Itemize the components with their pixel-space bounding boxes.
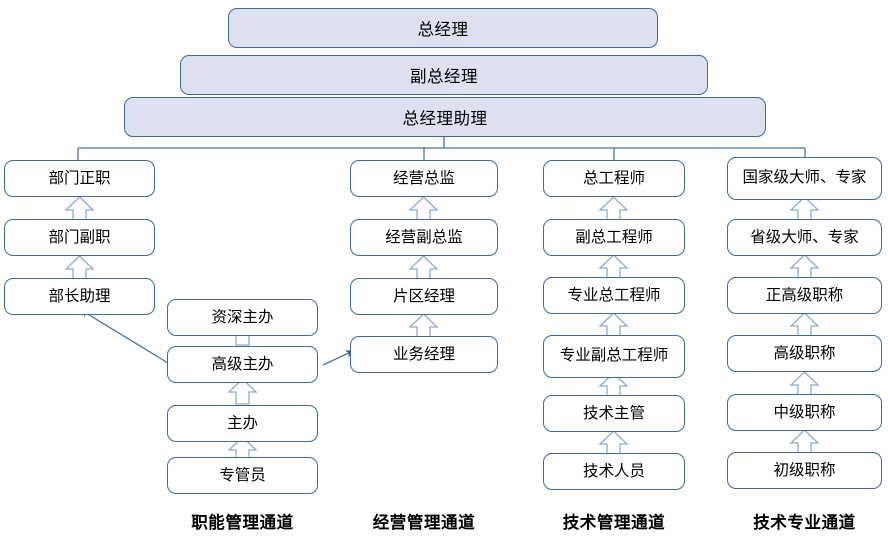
node-label: 资深主办: [211, 308, 274, 326]
node-label: 主办: [226, 414, 258, 432]
top-level-box-2[interactable]: 总经理助理: [124, 97, 766, 137]
node-tech-management-0[interactable]: 总工程师: [543, 160, 685, 197]
node-tech-professional-3[interactable]: 高级职称: [727, 335, 882, 372]
node-label: 经营副总监: [385, 228, 463, 246]
channel-caption-label: 经营管理通道: [372, 513, 476, 532]
node-label: 高级职称: [773, 344, 836, 362]
node-label: 专业副总工程师: [559, 347, 669, 365]
node-operations-1[interactable]: 经营副总监: [350, 219, 498, 256]
node-label: 总工程师: [582, 169, 645, 187]
channel-caption-functional: 职能管理通道: [167, 509, 318, 533]
node-operations-2[interactable]: 片区经理: [350, 278, 498, 315]
node-functional-2[interactable]: 部长助理: [4, 278, 155, 315]
node-operations-0[interactable]: 经营总监: [350, 160, 498, 197]
node-label: 技术人员: [582, 462, 645, 480]
channel-caption-label: 技术管理通道: [562, 513, 666, 532]
node-tech-professional-2[interactable]: 正高级职称: [727, 277, 882, 314]
node-functional-sub-1[interactable]: 高级主办: [167, 346, 318, 383]
node-tech-management-5[interactable]: 技术人员: [543, 453, 685, 490]
node-tech-professional-4[interactable]: 中级职称: [727, 394, 882, 431]
node-label: 中级职称: [773, 403, 836, 421]
channel-caption-tech-management: 技术管理通道: [543, 509, 685, 533]
node-label: 正高级职称: [765, 286, 844, 304]
top-level-box-0[interactable]: 总经理: [228, 8, 658, 48]
node-tech-management-1[interactable]: 副总工程师: [543, 219, 685, 256]
channel-caption-operations: 经营管理通道: [350, 509, 498, 533]
node-label: 高级主办: [211, 355, 274, 373]
node-functional-sub-2[interactable]: 主办: [167, 405, 318, 442]
node-label: 专业总工程师: [567, 286, 661, 304]
node-functional-sub-3[interactable]: 专管员: [167, 457, 318, 494]
node-label: 部门正职: [48, 169, 111, 187]
node-label: 省级大师、专家: [750, 228, 859, 246]
node-operations-3[interactable]: 业务经理: [350, 336, 498, 373]
channel-caption-label: 技术专业通道: [753, 513, 856, 532]
node-tech-management-4[interactable]: 技术主管: [543, 395, 685, 432]
node-label: 片区经理: [392, 287, 455, 305]
node-label: 部长助理: [48, 287, 111, 305]
top-level-label: 副总经理: [410, 67, 478, 86]
node-functional-1[interactable]: 部门副职: [4, 219, 155, 256]
node-label: 部门副职: [48, 228, 111, 246]
node-tech-management-3[interactable]: 专业副总工程师: [543, 335, 685, 378]
node-label: 技术主管: [582, 404, 645, 422]
node-label: 经营总监: [392, 169, 455, 187]
top-level-label: 总经理: [417, 20, 469, 39]
node-functional-sub-0[interactable]: 资深主办: [167, 299, 318, 336]
top-level-label: 总经理助理: [402, 109, 488, 128]
node-tech-professional-1[interactable]: 省级大师、专家: [727, 219, 882, 256]
node-tech-professional-5[interactable]: 初级职称: [727, 452, 882, 489]
node-label: 国家级大师、专家: [742, 169, 867, 187]
node-label: 专管员: [219, 466, 266, 484]
node-functional-0[interactable]: 部门正职: [4, 160, 155, 197]
top-level-box-1[interactable]: 副总经理: [180, 55, 708, 95]
node-label: 副总工程师: [575, 228, 653, 246]
tree-connector: [77, 136, 806, 160]
node-tech-professional-0[interactable]: 国家级大师、专家: [727, 157, 882, 200]
channel-caption-label: 职能管理通道: [191, 513, 294, 532]
node-label: 业务经理: [392, 345, 455, 363]
node-tech-management-2[interactable]: 专业总工程师: [543, 277, 685, 314]
node-label: 初级职称: [773, 461, 836, 479]
channel-caption-tech-professional: 技术专业通道: [727, 509, 882, 533]
